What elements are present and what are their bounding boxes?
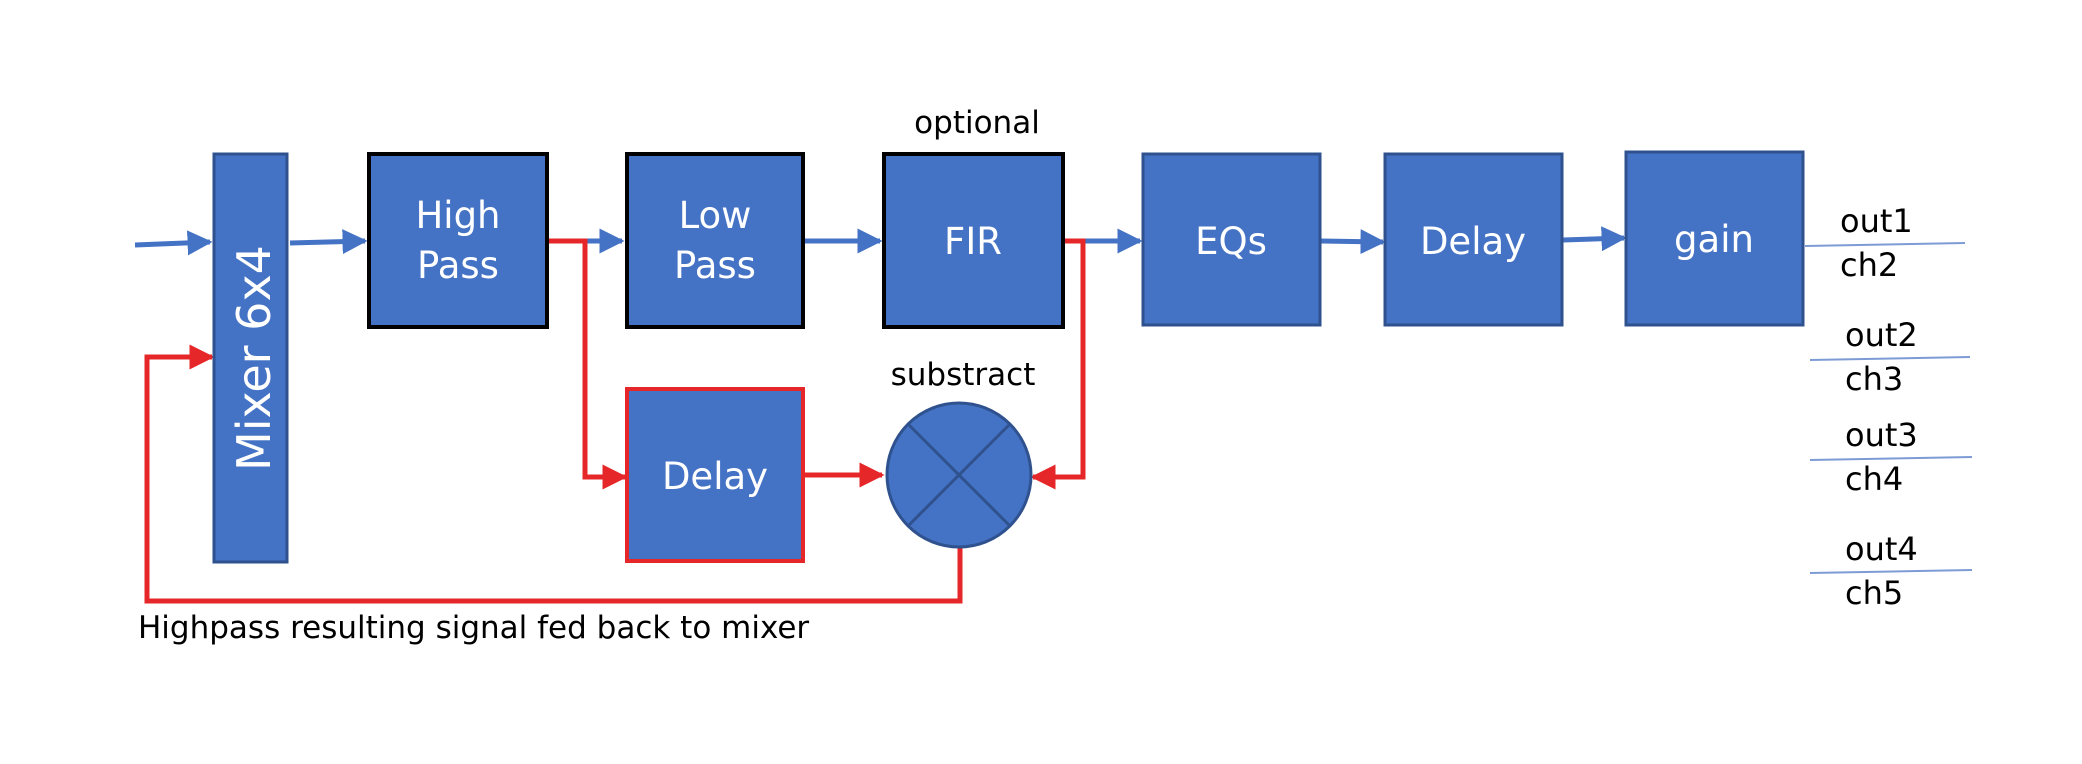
eqs-label: EQs <box>1195 220 1267 263</box>
output-1-channel: ch2 <box>1840 246 1898 284</box>
input-arrow <box>134 230 213 256</box>
output-1-divider <box>1804 242 1966 247</box>
lowpass-block[interactable]: Low Pass <box>625 152 805 329</box>
mixer-label: Mixer 6x4 <box>227 245 281 471</box>
output-4-divider <box>1809 569 1973 574</box>
output-3-divider <box>1809 456 1973 461</box>
branch-delay-block[interactable]: Delay <box>625 387 805 563</box>
delay-block[interactable]: Delay <box>1383 152 1564 327</box>
output-2-label: out2 <box>1845 316 1918 354</box>
fir-to-substract-line <box>1030 238 1086 490</box>
highpass-label-line1: High <box>415 194 500 237</box>
gain-block[interactable]: gain <box>1624 150 1805 327</box>
feedback-caption: Highpass resulting signal fed back to mi… <box>138 610 809 646</box>
output-4: out4 ch5 <box>1809 530 1973 612</box>
lowpass-label-line1: Low <box>679 194 752 237</box>
output-3-channel: ch4 <box>1845 460 1903 498</box>
delay-to-gain-arrow <box>1562 226 1627 252</box>
output-2: out2 ch3 <box>1809 316 1971 398</box>
output-4-label: out4 <box>1845 530 1918 568</box>
signal-connectors <box>134 226 1627 256</box>
output-1-label: out1 <box>1840 202 1913 240</box>
optional-label: optional <box>914 105 1040 141</box>
output-1: out1 ch2 <box>1804 202 1966 284</box>
output-2-channel: ch3 <box>1845 360 1903 398</box>
eqs-to-delay-arrow <box>1320 229 1386 255</box>
feedback-connectors <box>144 238 1086 604</box>
branch-delay-label: Delay <box>662 455 768 498</box>
highpass-block[interactable]: High Pass <box>367 152 549 329</box>
eqs-block[interactable]: EQs <box>1141 152 1322 327</box>
lowpass-label-line2: Pass <box>674 244 756 287</box>
feedback-to-mixer-line <box>144 344 963 604</box>
highpass-label-line2: Pass <box>417 244 499 287</box>
output-3: out3 ch4 <box>1809 416 1973 498</box>
fir-label: FIR <box>944 220 1002 263</box>
substract-label: substract <box>891 357 1036 393</box>
output-2-divider <box>1809 356 1971 361</box>
output-4-channel: ch5 <box>1845 574 1903 612</box>
mixer-to-highpass-arrow <box>289 229 368 255</box>
output-list: out1 ch2 out2 ch3 out3 ch4 out4 ch5 <box>1804 202 1973 612</box>
highpass-branch-line <box>547 238 628 490</box>
delay-label: Delay <box>1420 220 1526 263</box>
output-3-label: out3 <box>1845 416 1918 454</box>
fir-block[interactable]: FIR <box>882 152 1065 329</box>
cross-line-2 <box>906 422 1012 528</box>
substract-node[interactable] <box>885 401 1033 549</box>
gain-label: gain <box>1674 218 1754 261</box>
mixer-block[interactable]: Mixer 6x4 <box>212 152 289 564</box>
